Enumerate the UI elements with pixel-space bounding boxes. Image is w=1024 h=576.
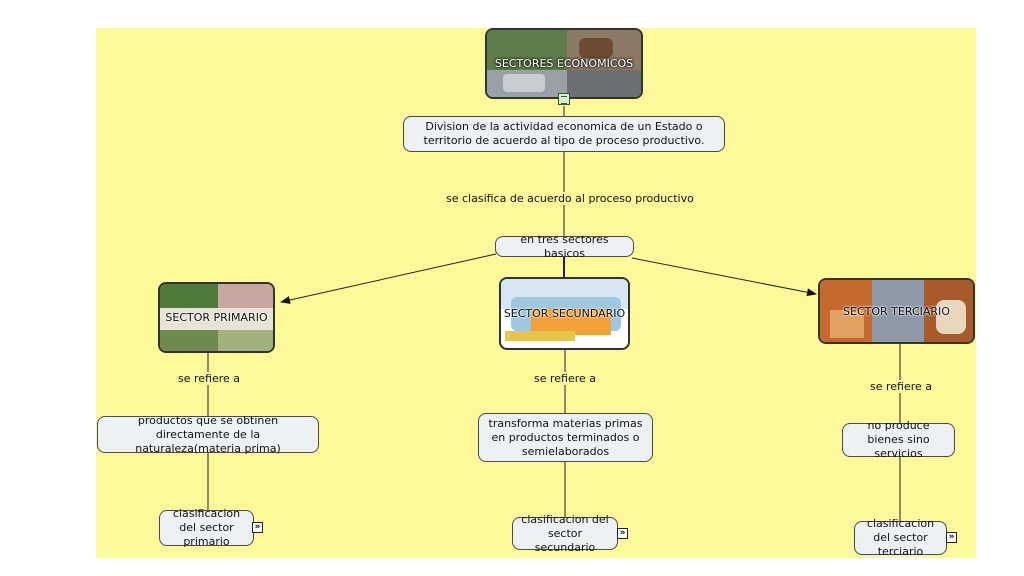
node-title: SECTOR PRIMARIO [165,311,268,324]
node-class-terciario[interactable]: clasificacion del sector terciario [854,517,947,558]
node-sector-terciario[interactable]: SECTOR TERCIARIO [818,278,975,344]
link-to-primario [280,253,497,304]
node-sector-primario[interactable]: SECTOR PRIMARIO [158,282,275,353]
node-class-primario[interactable]: clasificacion del sector primario [159,507,254,548]
node-sectores-economicos[interactable]: SECTORES ECONOMICOS [485,28,643,99]
node-desc-primario[interactable]: productos que se obtinen directamente de… [97,414,319,455]
link-label-terciario: se refiere a [868,380,935,393]
node-sector-secundario[interactable]: SECTOR SECUNDARIO [499,277,630,350]
node-title: SECTORES ECONOMICOS [494,57,634,70]
link-label-primario: se refiere a [176,372,243,385]
expand-arrow-icon[interactable]: » [617,528,628,539]
expand-arrow-icon[interactable]: » [252,522,263,533]
node-definition[interactable]: Division de la actividad economica de un… [403,116,725,152]
node-desc-secundario[interactable]: transforma materias primas en productos … [478,413,653,462]
document-icon[interactable] [558,93,570,105]
node-tres-sectores[interactable]: en tres sectores basicos [495,233,634,260]
node-class-secundario[interactable]: clasificacion del sector secundario [512,513,618,554]
expand-arrow-icon[interactable]: » [946,532,957,543]
link-label-secundario: se refiere a [532,372,599,385]
node-title: SECTOR TERCIARIO [843,304,950,318]
link-to-terciario [631,257,817,297]
node-title: SECTOR SECUNDARIO [503,307,626,320]
node-desc-terciario[interactable]: no produce bienes sino servicios [842,419,955,460]
link-label-clasifica: se clasifica de acuerdo al proceso produ… [444,192,696,205]
